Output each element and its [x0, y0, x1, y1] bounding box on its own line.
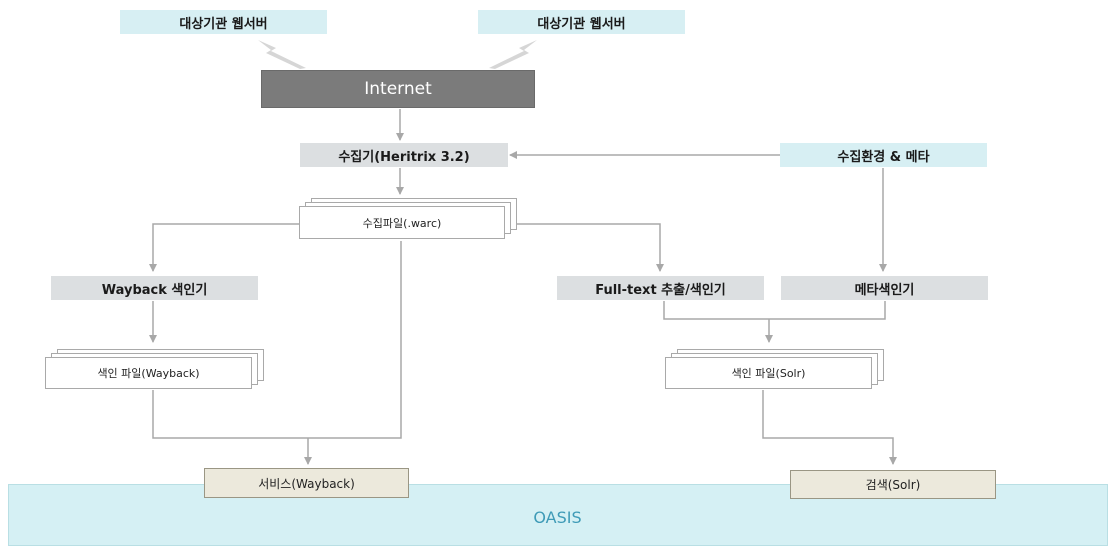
lightning-right-icon: [489, 40, 537, 69]
meta-indexer-box: 메타색인기: [781, 276, 988, 300]
internet-box: Internet: [261, 70, 535, 108]
webserver-left-box: 대상기관 웹서버: [120, 10, 327, 34]
oasis-label: OASIS: [533, 508, 582, 527]
wayback-indexer-box: Wayback 색인기: [51, 276, 258, 300]
edge-warc-wayback: [149, 223, 299, 272]
crawler-box: 수집기(Heritrix 3.2): [300, 143, 508, 167]
edge-wayback-service: [152, 241, 402, 439]
warc-file-box: 수집파일(.warc): [299, 206, 505, 239]
env-meta-box: 수집환경 & 메타: [780, 143, 987, 167]
edge-solr-search: [762, 390, 897, 465]
edge-warc-fulltext: [513, 223, 664, 272]
service-wayback-box: 서비스(Wayback): [204, 468, 409, 498]
fulltext-indexer-box: Full-text 추출/색인기: [557, 276, 764, 300]
wayback-index-file-box: 색인 파일(Wayback): [45, 357, 252, 389]
lightning-left-icon: [258, 40, 306, 69]
search-solr-box: 검색(Solr): [790, 470, 996, 499]
solr-index-file-box: 색인 파일(Solr): [665, 357, 872, 389]
webserver-right-box: 대상기관 웹서버: [478, 10, 685, 34]
edge-fulltext-merge: [663, 301, 886, 320]
